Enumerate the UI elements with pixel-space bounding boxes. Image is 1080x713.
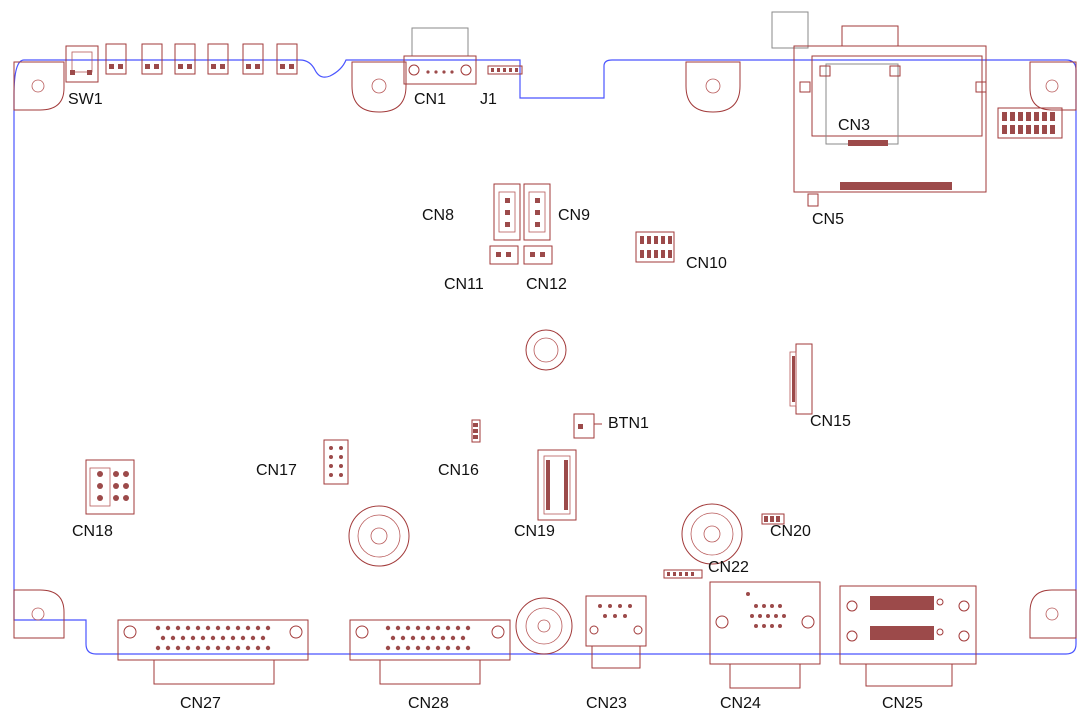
- cn28-footprint: [349, 619, 511, 685]
- label-cn12: CN12: [526, 276, 567, 293]
- label-cn9: CN9: [558, 207, 591, 224]
- cn1-footprint: [403, 27, 477, 85]
- label-cn1: CN1: [414, 91, 447, 108]
- led-row: [105, 43, 298, 75]
- label-j1: J1: [480, 91, 497, 108]
- cn8-footprint: [493, 183, 521, 241]
- cn18-footprint: [85, 459, 135, 515]
- cn12-footprint: [523, 245, 553, 265]
- label-cn23: CN23: [586, 695, 627, 712]
- label-cn19: CN19: [514, 523, 555, 540]
- mount-hole-top-2: [685, 61, 741, 113]
- dip-switch-right: [997, 107, 1063, 139]
- label-cn3: CN3: [838, 117, 871, 134]
- cn20-footprint: [761, 513, 785, 525]
- cn15-footprint: [789, 343, 813, 415]
- cn16-footprint: [471, 419, 481, 443]
- cn17-footprint: [323, 439, 349, 485]
- j1-footprint: [487, 65, 523, 75]
- mount-hole-bottom-left: [13, 589, 65, 639]
- cn27-footprint: [117, 619, 309, 685]
- mount-hole-bottom-right: [1029, 589, 1077, 639]
- mount-hole-top-right: [1029, 61, 1077, 111]
- sw1-footprint: [65, 45, 99, 83]
- cn11-footprint: [489, 245, 519, 265]
- board-outline: [13, 59, 1077, 655]
- label-cn8: CN8: [422, 207, 455, 224]
- label-cn27: CN27: [180, 695, 221, 712]
- standoff-right-middle: [681, 503, 743, 565]
- label-cn18: CN18: [72, 523, 113, 540]
- standoff-left-middle: [348, 505, 410, 567]
- cn22-footprint: [663, 569, 703, 579]
- label-cn11: CN11: [444, 276, 484, 293]
- label-btn1: BTN1: [608, 415, 649, 432]
- label-cn5: CN5: [812, 211, 845, 228]
- cn10-footprint: [635, 231, 675, 263]
- label-cn10: CN10: [686, 255, 727, 272]
- cn9-footprint: [523, 183, 551, 241]
- cn25-footprint: [839, 585, 977, 687]
- btn1-footprint: [573, 413, 595, 439]
- label-cn15: CN15: [810, 413, 851, 430]
- standoff-bottom-round: [515, 597, 573, 655]
- label-cn28: CN28: [408, 695, 449, 712]
- cn23-footprint: [585, 595, 647, 669]
- cn3-cn5-footprint: [771, 11, 987, 207]
- mount-hole-top-left: [13, 61, 65, 111]
- label-cn20: CN20: [770, 523, 811, 540]
- label-cn25: CN25: [882, 695, 923, 712]
- label-cn22: CN22: [708, 559, 749, 576]
- label-cn16: CN16: [438, 462, 479, 479]
- center-round-component: [525, 329, 567, 371]
- label-sw1: SW1: [68, 91, 103, 108]
- label-cn17: CN17: [256, 462, 297, 479]
- cn19-footprint: [537, 449, 577, 521]
- mount-hole-top-1: [351, 61, 407, 113]
- label-cn24: CN24: [720, 695, 761, 712]
- cn24-footprint: [709, 581, 821, 689]
